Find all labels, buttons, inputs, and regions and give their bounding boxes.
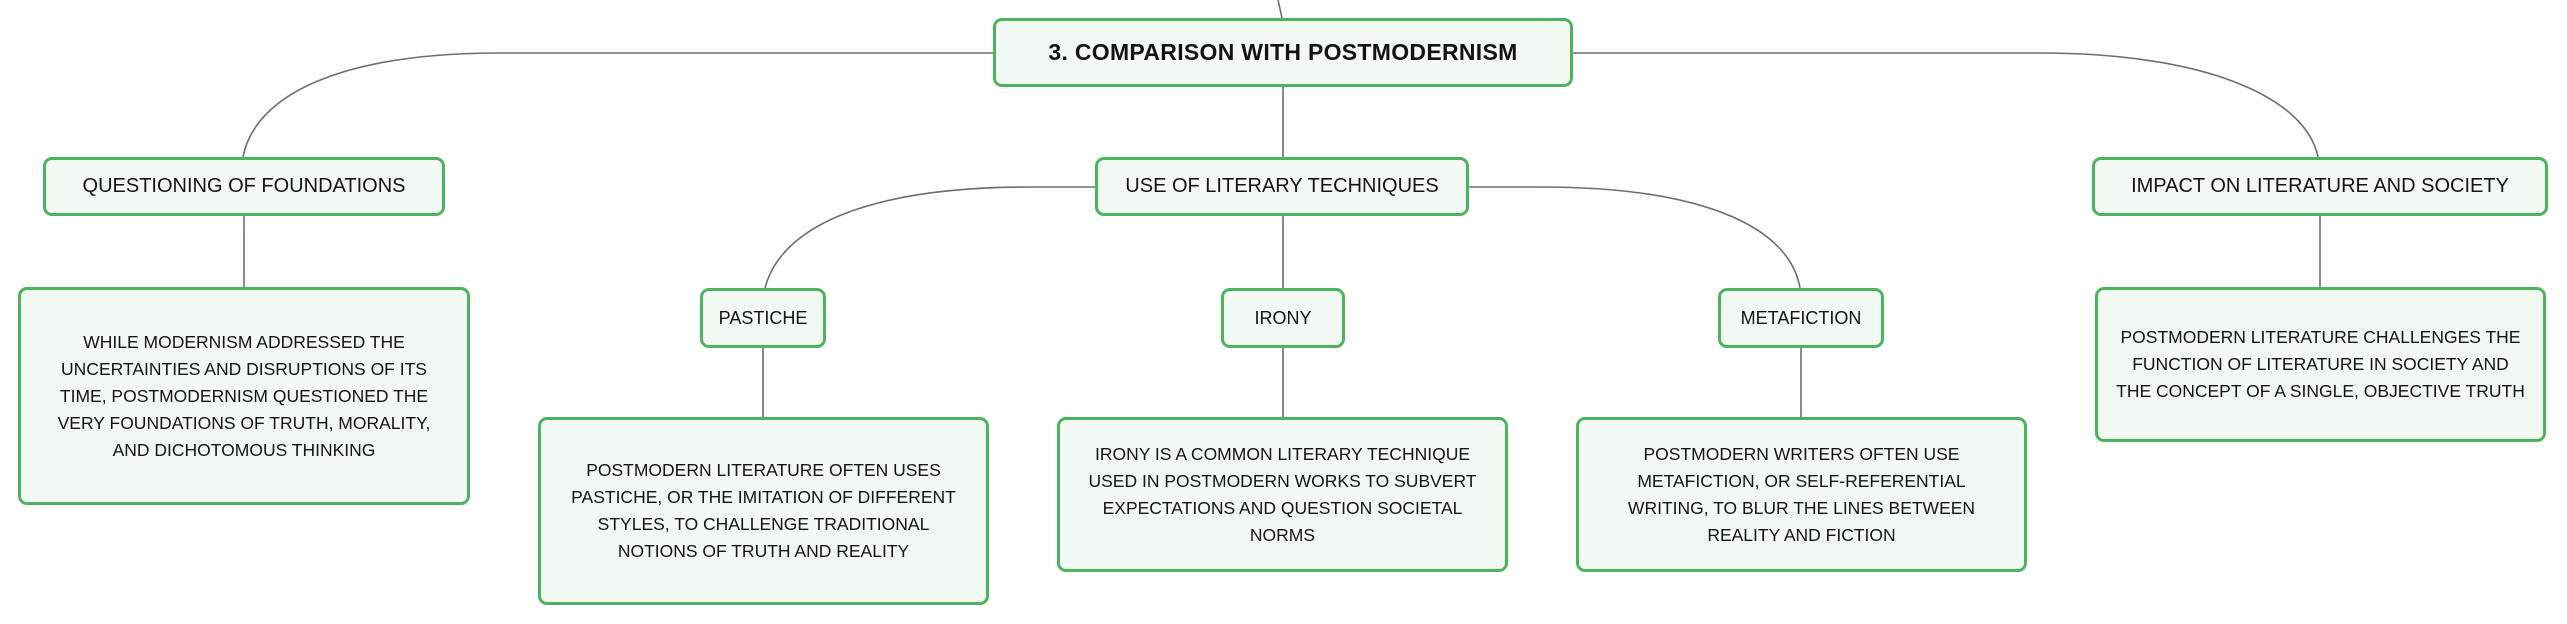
leaf-pastiche[interactable]: PASTICHE [700,288,826,348]
detail-text: POSTMODERN WRITERS OFTEN USE METAFICTION… [1627,443,1976,545]
connector-techniques-to-metafiction [1469,186,1801,289]
detail-irony[interactable]: IRONY IS A COMMON LITERARY TECHNIQUE USE… [1057,417,1508,572]
detail-metafiction[interactable]: POSTMODERN WRITERS OFTEN USE METAFICTION… [1576,417,2027,572]
leaf-label: PASTICHE [718,307,808,328]
detail-text: WHILE MODERNISM ADDRESSED THE UNCERTAINT… [57,331,431,460]
detail-pastiche[interactable]: POSTMODERN LITERATURE OFTEN USES PASTICH… [538,417,989,605]
detail-impact-on-literature-and-society[interactable]: POSTMODERN LITERATURE CHALLENGES THE FUN… [2095,287,2546,442]
detail-text: IRONY IS A COMMON LITERARY TECHNIQUE USE… [1088,443,1477,545]
detail-questioning-of-foundations[interactable]: WHILE MODERNISM ADDRESSED THE UNCERTAINT… [18,287,470,505]
connector-root-to-impact [1573,52,2319,158]
root-node-label: 3. COMPARISON WITH POSTMODERNISM [1048,39,1518,65]
leaf-irony[interactable]: IRONY [1221,288,1345,348]
connector-root-parent [1277,0,1283,19]
leaf-label: IRONY [1254,307,1312,328]
detail-text: POSTMODERN LITERATURE CHALLENGES THE FUN… [2116,327,2525,401]
detail-text: POSTMODERN LITERATURE OFTEN USES PASTICH… [571,460,956,561]
branch-label: QUESTIONING OF FOUNDATIONS [82,175,406,197]
root-node[interactable]: 3. COMPARISON WITH POSTMODERNISM [993,18,1573,87]
connector-root-to-questioning [242,52,993,158]
branch-impact-on-literature-and-society[interactable]: IMPACT ON LITERATURE AND SOCIETY [2092,157,2548,216]
connector-techniques-to-pastiche [764,186,1095,289]
branch-label: USE OF LITERARY TECHNIQUES [1125,175,1439,197]
leaf-label: METAFICTION [1740,307,1862,328]
branch-label: IMPACT ON LITERATURE AND SOCIETY [2131,175,2509,197]
branch-questioning-of-foundations[interactable]: QUESTIONING OF FOUNDATIONS [43,157,445,216]
branch-use-of-literary-techniques[interactable]: USE OF LITERARY TECHNIQUES [1095,157,1469,216]
leaf-metafiction[interactable]: METAFICTION [1718,288,1884,348]
